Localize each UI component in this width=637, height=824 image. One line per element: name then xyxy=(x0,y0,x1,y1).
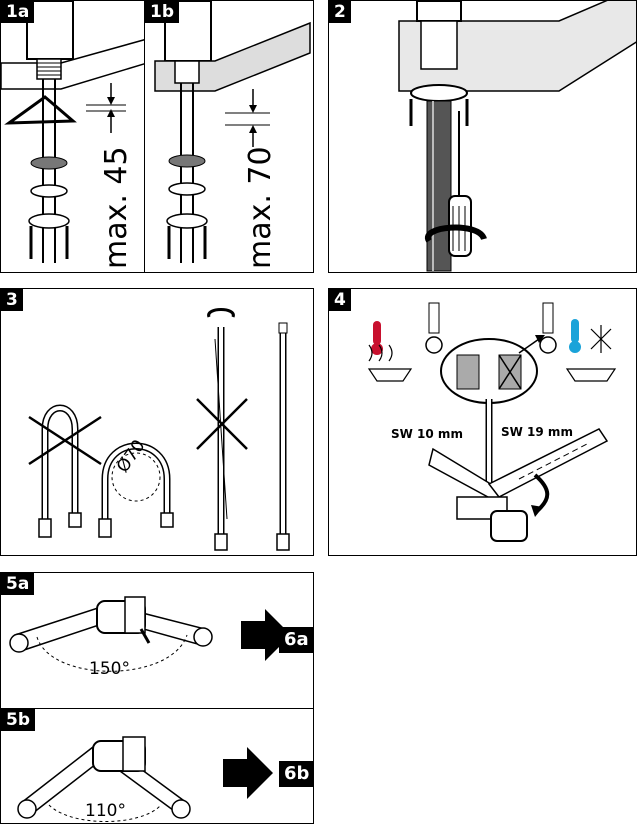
step-label-5a: 5a xyxy=(1,573,35,595)
panel-step-2: 2 xyxy=(328,0,637,273)
measure-text-1a: max. 45 xyxy=(99,146,134,269)
illustration-3 xyxy=(28,308,290,551)
panel-step-3: 3 Ø70 xyxy=(0,288,314,556)
panel-step-1b: 1b max. 70 xyxy=(144,0,314,273)
panel-step-5a: 5a 150° 6a xyxy=(0,572,314,710)
step-label-1b: 1b xyxy=(145,1,179,23)
illustration-5a xyxy=(9,596,291,672)
wrench-size-small: SW 10 mm xyxy=(391,427,463,441)
panel-step-1a: 1a max. 45 xyxy=(0,0,146,273)
hot-water-thermometer-icon xyxy=(367,321,413,382)
step-label-5b: 5b xyxy=(1,709,35,731)
step-label-1a: 1a xyxy=(1,1,35,23)
illustration-5b xyxy=(17,736,273,822)
cross-out-icon xyxy=(196,398,248,450)
panel-step-4: 4 xyxy=(328,288,637,556)
illustration-1b xyxy=(154,1,311,263)
next-step-6b: 6b xyxy=(279,761,313,787)
measure-text-1b: max. 70 xyxy=(243,146,278,269)
next-step-6a: 6a xyxy=(279,627,313,653)
panel-step-5b: 5b 110° 6b xyxy=(0,708,314,824)
illustration-2 xyxy=(398,1,636,272)
rotate-arrow-icon xyxy=(207,308,235,318)
cross-out-icon xyxy=(28,415,102,466)
step-label-3: 3 xyxy=(1,289,23,311)
angle-label-5b: 110° xyxy=(85,801,126,821)
step-label-2: 2 xyxy=(329,1,351,23)
angle-label-5a: 150° xyxy=(89,659,130,679)
step-label-4: 4 xyxy=(329,289,351,311)
illustration-1a xyxy=(1,1,145,263)
illustration-4 xyxy=(367,302,617,542)
wrench-size-large: SW 19 mm xyxy=(501,425,573,439)
cold-water-snowflake-icon xyxy=(565,319,617,382)
